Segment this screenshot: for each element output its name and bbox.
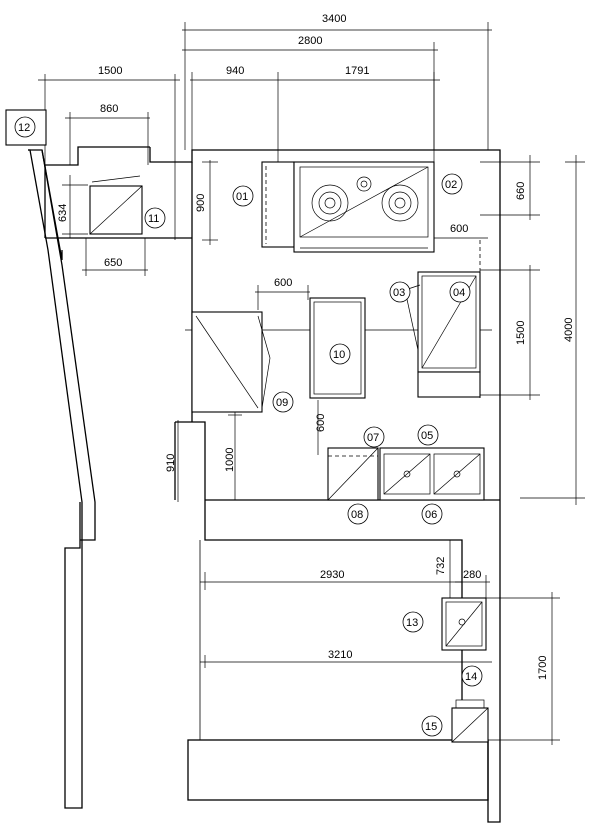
tag-05: 05 [417,424,439,446]
tag-08: 08 [347,503,369,525]
dim-3400-top: 3400 [322,13,346,25]
svg-text:11: 11 [148,213,159,225]
svg-text:02: 02 [445,179,457,191]
equipment-01 [261,161,295,248]
tag-09: 09 [272,391,294,413]
dim-600-table: 600 [274,277,292,289]
tag-10: 10 [329,343,351,365]
svg-text:15: 15 [425,721,437,733]
dim-2930: 2930 [320,569,344,581]
svg-text:06: 06 [425,509,437,521]
tag-06: 06 [421,503,443,525]
tag-04: 04 [449,281,471,303]
svg-text:14: 14 [465,671,477,683]
dim-634: 634 [57,204,69,222]
dim-940: 940 [226,65,244,77]
dim-900: 900 [195,194,207,212]
tag-07: 07 [363,426,385,448]
tag-03: 03 [389,281,411,303]
svg-text:10: 10 [333,349,345,361]
equipment-tags: 12 11 01 02 03 04 10 09 [14,116,483,737]
svg-text:05: 05 [421,430,433,442]
svg-text:01: 01 [236,191,248,203]
dim-1500-top: 1500 [98,65,122,77]
dim-280: 280 [463,569,481,581]
dim-4000: 4000 [563,318,575,342]
dim-650: 650 [104,257,122,269]
tag-15: 15 [421,715,443,737]
tag-01: 01 [232,185,254,207]
dim-1500-right: 1500 [515,321,527,345]
svg-text:12: 12 [18,122,30,134]
dim-600-side: 600 [315,414,327,432]
tag-02: 02 [441,173,463,195]
dim-600-top: 600 [450,223,468,235]
dim-3210: 3210 [328,649,352,661]
dimension-labels: 3400 2800 1500 940 1791 860 634 650 900 … [57,13,575,680]
dim-1791: 1791 [345,65,369,77]
equipment-03-base [417,371,481,398]
svg-text:13: 13 [406,617,418,629]
svg-text:07: 07 [367,432,379,444]
tag-12: 12 [14,116,36,138]
tag-11: 11 [144,207,166,229]
dim-732: 732 [435,557,447,575]
tag-14: 14 [461,665,483,687]
dim-910: 910 [165,454,177,472]
dim-2800: 2800 [298,35,322,47]
svg-text:04: 04 [453,287,465,299]
svg-text:09: 09 [276,397,288,409]
equipment-05 [379,447,485,501]
dim-660: 660 [515,182,527,200]
equipment [5,109,489,743]
dim-1700: 1700 [537,656,549,680]
svg-text:03: 03 [393,287,405,299]
dim-1000: 1000 [224,448,236,472]
svg-text:08: 08 [351,509,363,521]
tag-13: 13 [402,611,424,633]
dim-860: 860 [100,103,118,115]
